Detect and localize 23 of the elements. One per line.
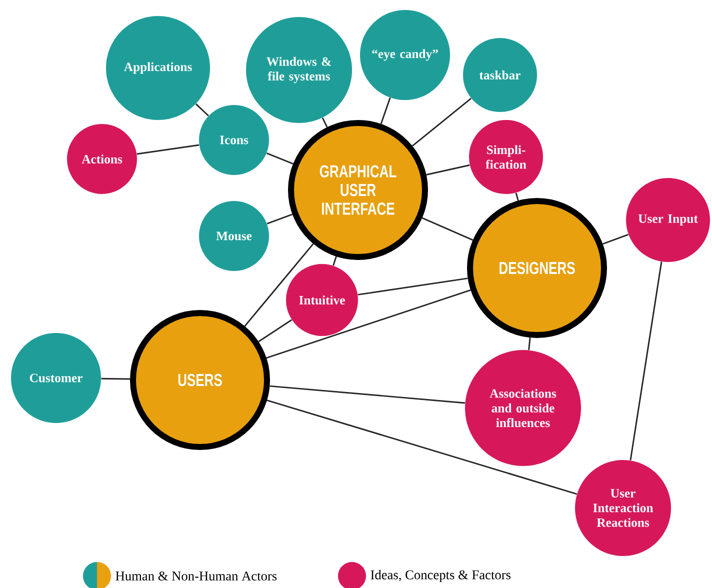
connector-line <box>266 152 294 164</box>
connector-line <box>380 98 391 124</box>
connector-line <box>101 378 130 380</box>
legend-label: Human & Non-Human Actors <box>116 572 277 580</box>
connector-line <box>266 400 578 495</box>
connector-line <box>266 214 293 224</box>
connector-line <box>136 144 200 155</box>
connector-line <box>266 289 471 359</box>
connector-line <box>322 117 328 128</box>
connector-line <box>332 256 337 266</box>
legend-label: Ideas, Concepts & Factors <box>370 570 511 582</box>
connector-line <box>358 278 468 296</box>
connector-line <box>412 98 472 147</box>
connector-line <box>258 319 292 342</box>
connector-line <box>602 234 629 245</box>
connector-line <box>195 103 209 116</box>
connector-line <box>515 192 519 201</box>
connector-line <box>528 338 531 350</box>
connector-line <box>630 262 662 460</box>
connector-line <box>244 243 314 327</box>
connector-line <box>426 164 470 176</box>
connector-line <box>422 217 474 241</box>
connector-line <box>270 385 466 404</box>
